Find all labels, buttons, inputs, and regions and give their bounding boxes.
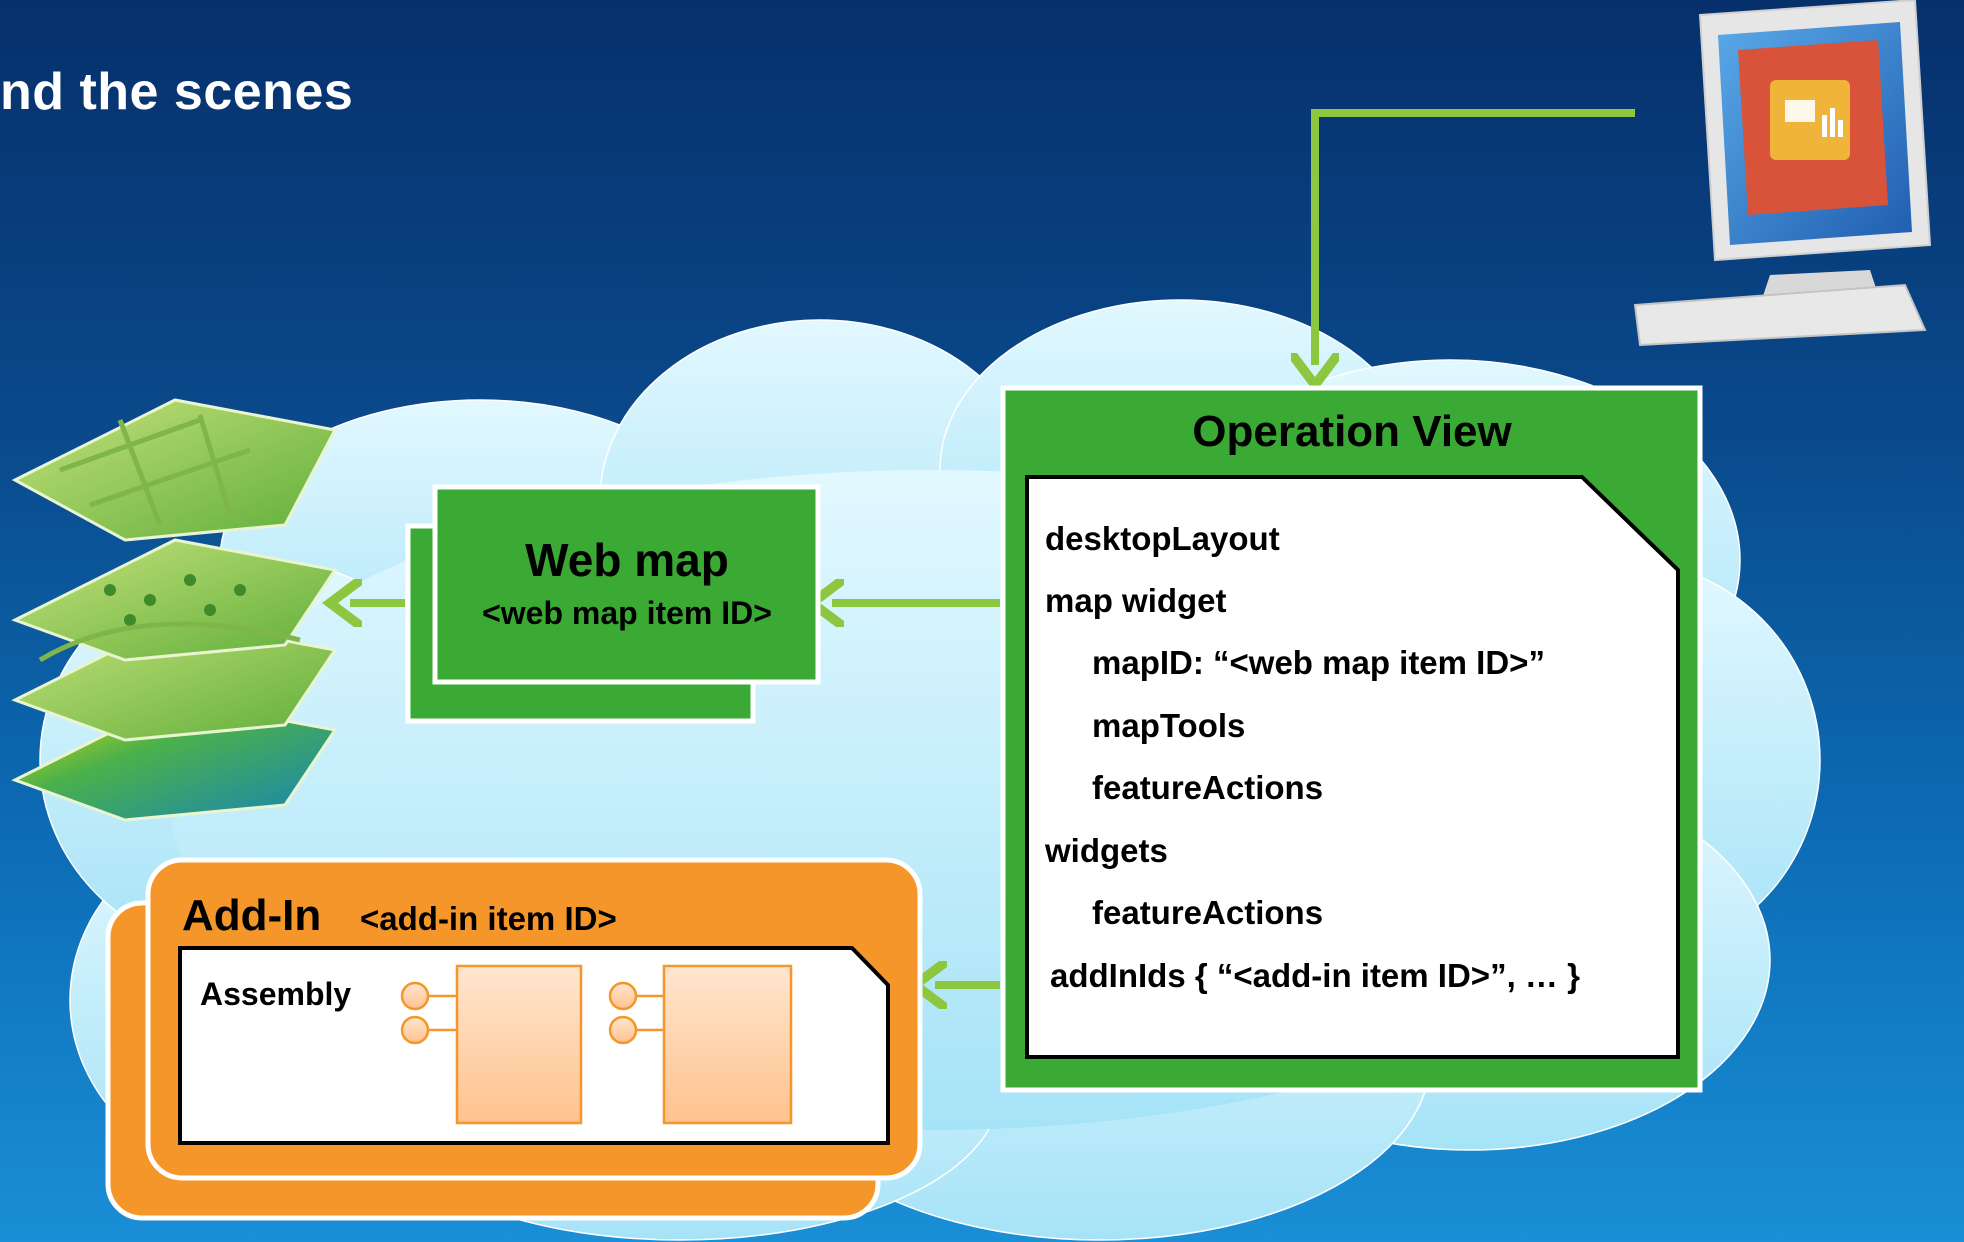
ov-line-map-tools: mapTools <box>1092 707 1245 744</box>
add-in-title: Add-In <box>182 891 321 940</box>
page-title: nd the scenes <box>0 63 354 121</box>
ov-line-addin-ids: addInIds { “<add-in item ID>”, … } <box>1050 957 1580 994</box>
operation-view-document <box>1025 475 1680 1059</box>
operation-view-title: Operation View <box>1192 407 1512 456</box>
ov-line-map-widget: map widget <box>1045 582 1227 619</box>
ov-line-desktop-layout: desktopLayout <box>1045 520 1280 557</box>
component-icon <box>400 964 583 1125</box>
map-layers-icon <box>11 398 338 822</box>
operations-dashboard-icon <box>1738 40 1888 215</box>
desktop-computer-icon <box>1633 0 1932 347</box>
web-map-subtitle: <web map item ID> <box>482 595 772 631</box>
connector-arrow-desktop <box>1315 109 1635 365</box>
operation-view-lines: desktopLayout map widget mapID: “<web ma… <box>1044 520 1580 994</box>
component-icon <box>608 964 793 1125</box>
web-map-title: Web map <box>525 534 729 586</box>
ov-line-feature-actions-map: featureActions <box>1092 769 1323 806</box>
operation-view-box: Operation View desktopLayout map widget … <box>1000 385 1703 1093</box>
ov-line-map-id: mapID: “<web map item ID>” <box>1092 644 1545 681</box>
add-in-subtitle: <add-in item ID> <box>360 900 617 937</box>
web-map-box: Web map <web map item ID> <box>405 484 821 724</box>
assembly-label: Assembly <box>200 976 351 1012</box>
ov-line-widgets: widgets <box>1044 832 1168 869</box>
ov-line-feature-actions-widgets: featureActions <box>1092 894 1323 931</box>
add-in-box: Add-In <add-in item ID> Assembly <box>105 857 923 1221</box>
